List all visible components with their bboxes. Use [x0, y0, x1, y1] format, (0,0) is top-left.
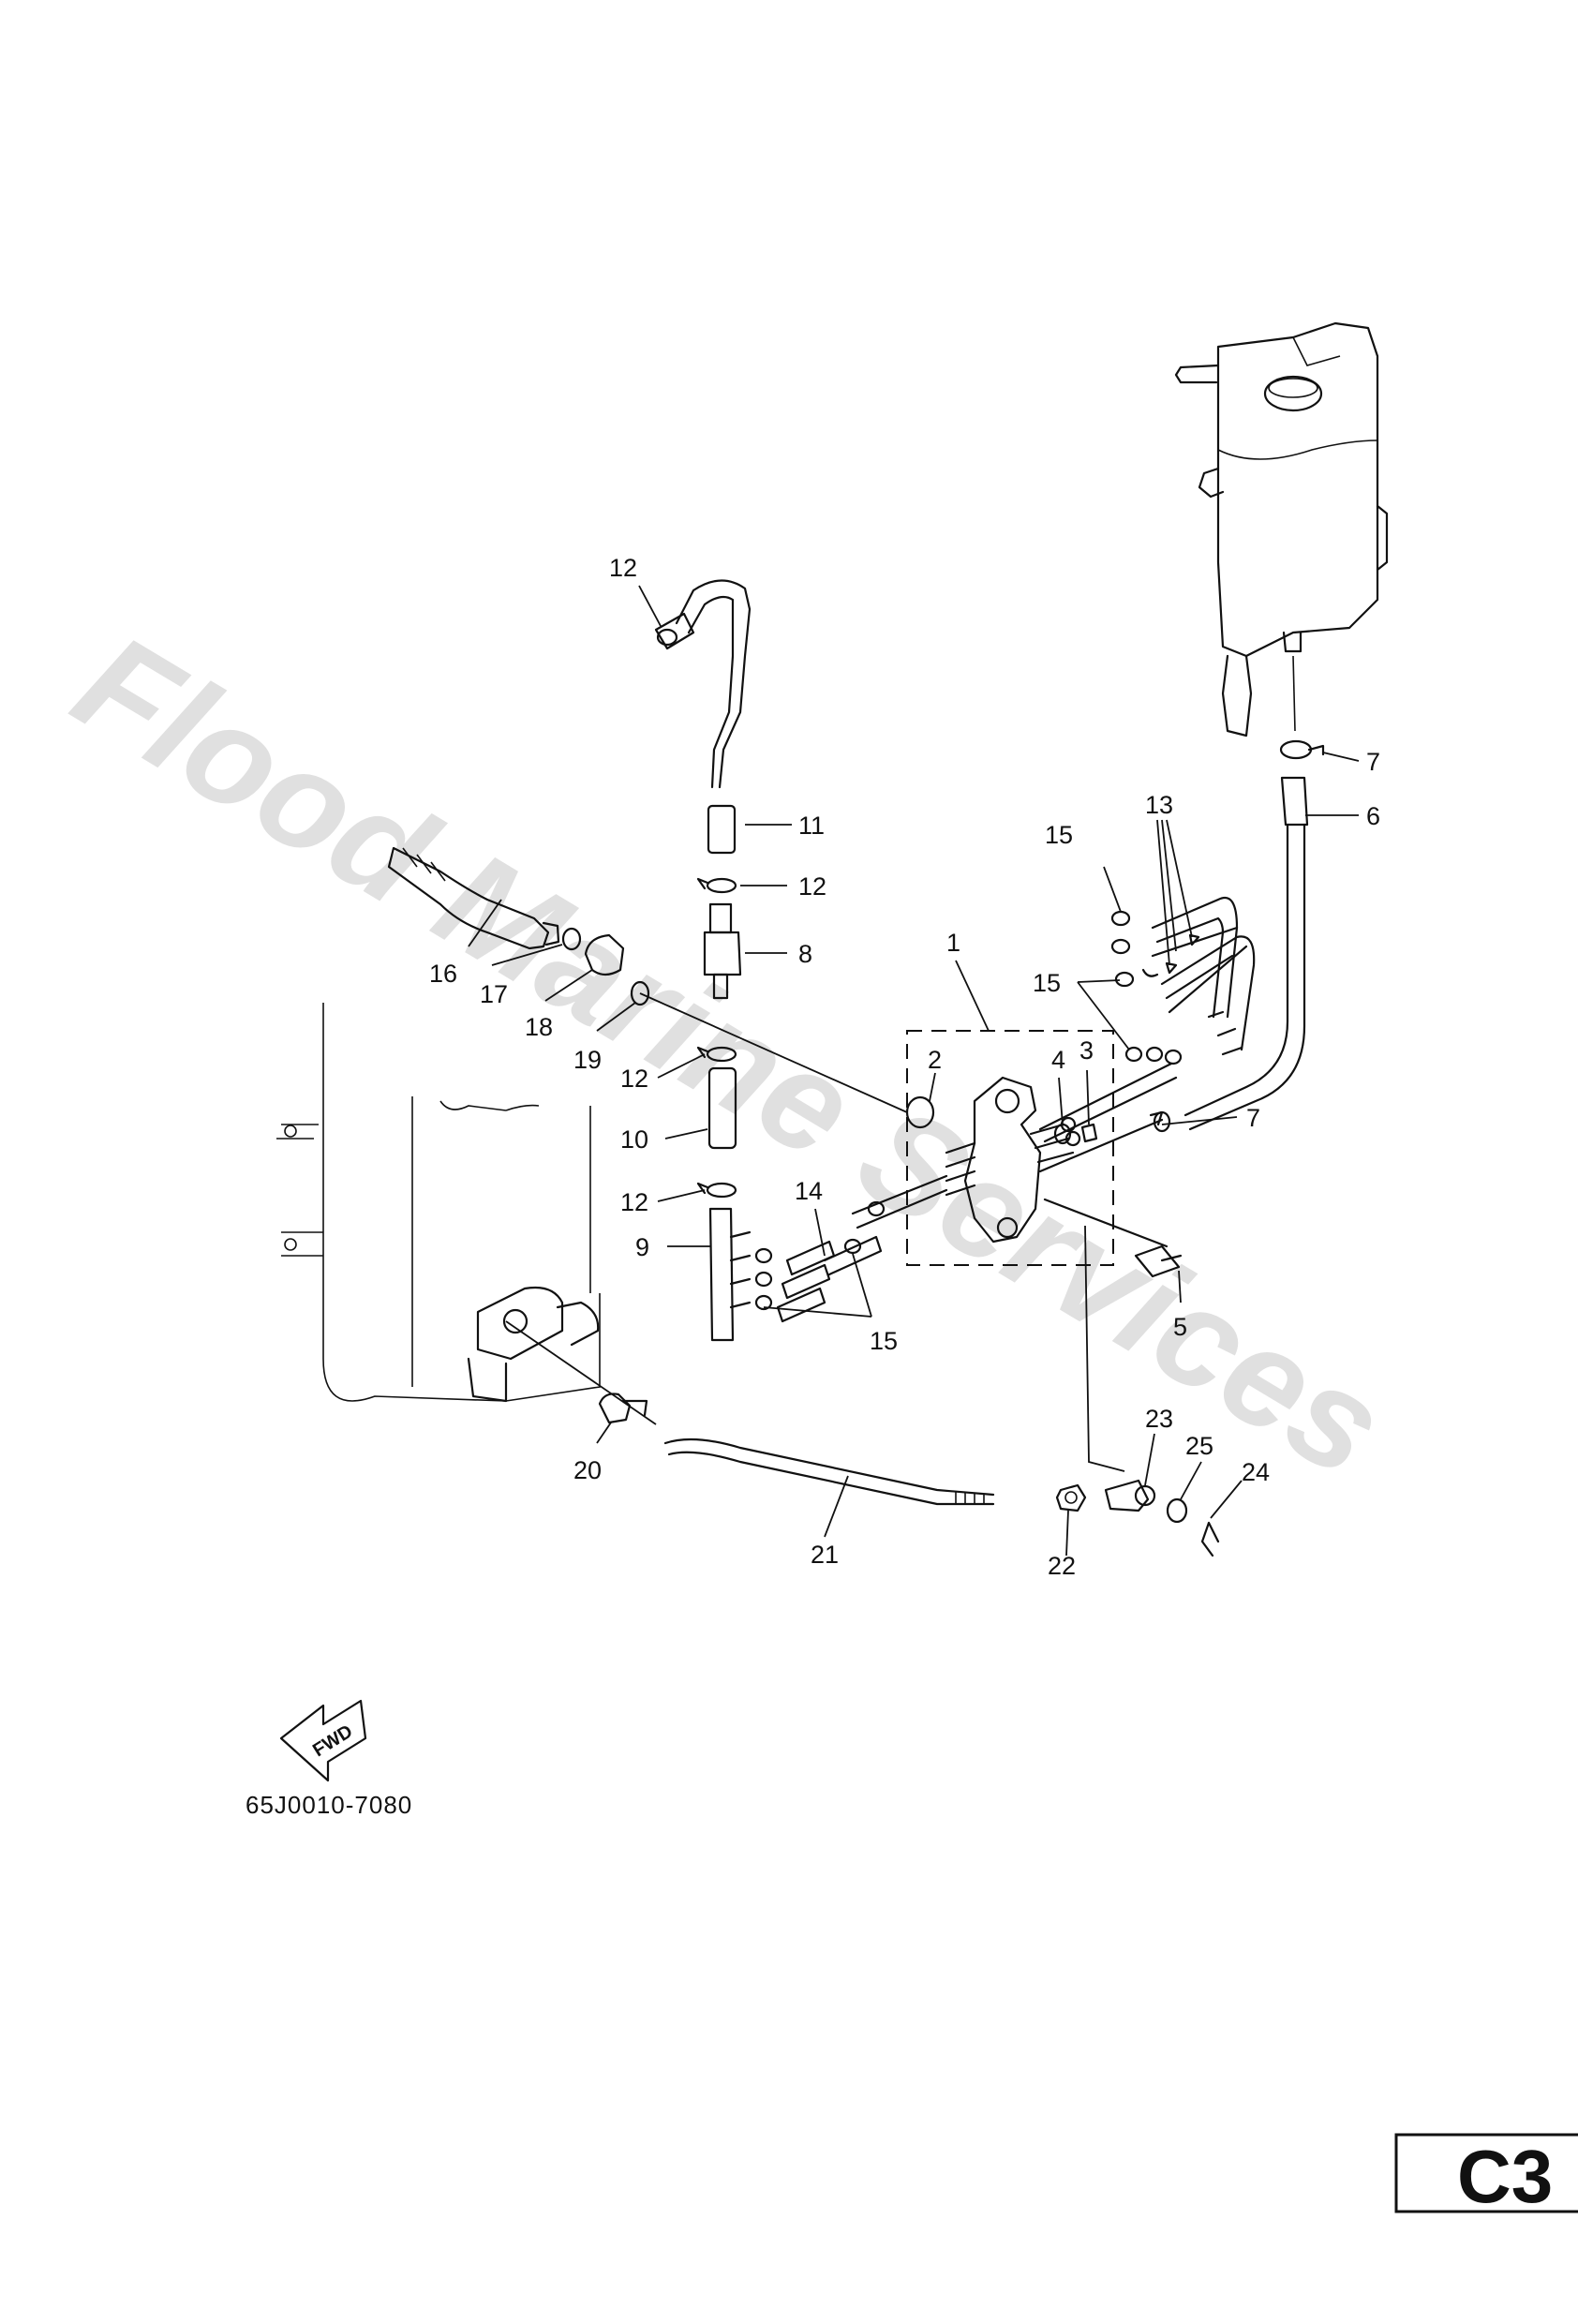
check-valve-stack [654, 579, 752, 1342]
callout-17: 17 [480, 980, 508, 1008]
watermark-text: Flood Marine Services [51, 603, 1410, 1506]
callout-22: 22 [1048, 1552, 1076, 1580]
pin-24 [1200, 1521, 1220, 1557]
callout-20: 20 [573, 1456, 602, 1484]
callout-25: 25 [1185, 1432, 1213, 1460]
callout-12: 12 [620, 1188, 648, 1216]
engine-block [276, 1003, 601, 1403]
clamp-7-lower [1149, 1110, 1171, 1133]
callout-8: 8 [798, 940, 812, 968]
callout-5: 5 [1173, 1313, 1187, 1341]
nut-22 [1055, 1483, 1087, 1512]
callout-2: 2 [928, 1046, 942, 1074]
page-code: C3 [1457, 2135, 1553, 2218]
hoses-13 [1141, 897, 1256, 1056]
callout-3: 3 [1079, 1036, 1094, 1065]
callout-10: 10 [620, 1125, 648, 1154]
pump-assembly-box [906, 1030, 1114, 1266]
callout-12: 12 [798, 872, 826, 901]
joint-23 [1104, 1479, 1156, 1512]
callout-23: 23 [1145, 1405, 1173, 1433]
diagram-code: 65J0010-7080 [246, 1791, 412, 1819]
o-ring-19 [630, 980, 650, 1006]
cable-20 [598, 1393, 648, 1424]
callout-14: 14 [795, 1177, 823, 1205]
callout-9: 9 [635, 1233, 649, 1261]
callout-7: 7 [1366, 748, 1380, 776]
callout-15: 15 [1033, 969, 1061, 997]
callout-18: 18 [525, 1013, 553, 1041]
callout-15: 15 [1045, 821, 1073, 849]
page-code-box: C3 [1394, 2133, 1578, 2218]
callout-7: 7 [1246, 1104, 1260, 1132]
callout-15: 15 [870, 1327, 898, 1355]
callout-13: 13 [1145, 791, 1173, 819]
drive-gear-16 [387, 846, 560, 950]
washer-25 [1166, 1497, 1188, 1524]
callout-12: 12 [620, 1065, 648, 1093]
clamps-15-lower [754, 1200, 886, 1311]
forward-label: FWD [309, 1721, 356, 1762]
oil-tank [1174, 321, 1389, 737]
bolt-5 [1134, 1244, 1183, 1278]
callout-1: 1 [946, 929, 960, 957]
screw-3 [1080, 1123, 1098, 1143]
bushing-18 [584, 933, 625, 976]
callout-21: 21 [811, 1541, 839, 1569]
callout-24: 24 [1242, 1458, 1270, 1486]
hose-6 [1184, 739, 1325, 1131]
callout-labels: 12 11 12 8 12 10 12 9 1 2 4 3 7 5 6 7 13… [429, 554, 1380, 1580]
leader-lines [468, 585, 1360, 1557]
callout-12: 12 [609, 554, 637, 582]
callout-6: 6 [1366, 802, 1380, 830]
callout-16: 16 [429, 960, 457, 988]
washer-17 [561, 927, 582, 951]
callout-19: 19 [573, 1046, 602, 1074]
callout-4: 4 [1051, 1046, 1065, 1074]
forward-arrow-icon: FWD [279, 1699, 367, 1782]
cable-21 [663, 1438, 995, 1506]
callout-11: 11 [798, 812, 825, 840]
